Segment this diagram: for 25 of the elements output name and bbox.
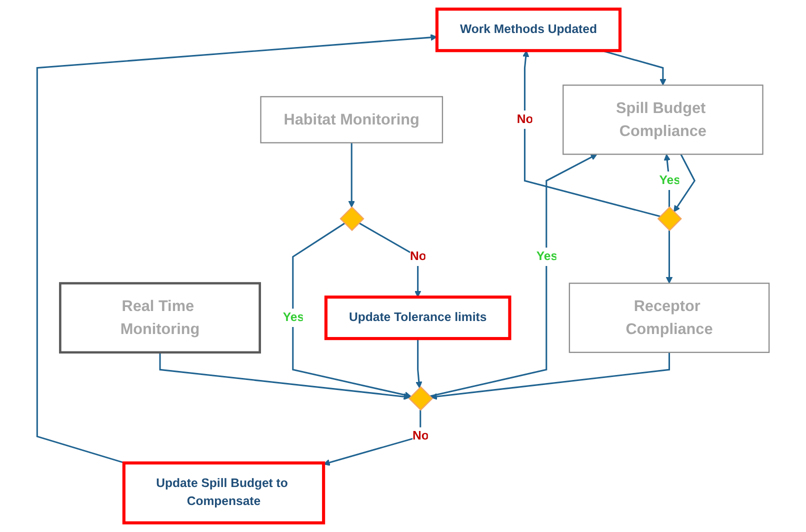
node-diamond bbox=[657, 206, 682, 232]
arrow bbox=[348, 142, 355, 208]
node-diamond bbox=[340, 206, 364, 232]
arrow bbox=[358, 222, 422, 298]
node-box: Update Tolerance limits bbox=[324, 296, 512, 340]
node-box: Update Spill Budget to Compensate bbox=[122, 461, 325, 524]
node-box: Real Time Monitoring bbox=[58, 282, 261, 354]
node-diamond bbox=[408, 386, 433, 411]
node-box: Habitat Monitoring bbox=[260, 96, 443, 144]
edge-label: No bbox=[516, 112, 534, 126]
node-box: Spill Budget Compliance bbox=[562, 84, 764, 155]
arrow bbox=[666, 230, 673, 284]
arrow bbox=[159, 352, 410, 400]
arrow bbox=[292, 222, 412, 398]
node-box: Work Methods Updated bbox=[435, 8, 622, 52]
arrow bbox=[430, 352, 670, 400]
arrow bbox=[323, 410, 422, 466]
arrow bbox=[673, 154, 696, 212]
edge-label: No bbox=[410, 250, 426, 263]
arrow bbox=[522, 50, 660, 218]
arrow bbox=[415, 338, 422, 388]
arrow bbox=[36, 34, 438, 464]
arrow bbox=[429, 154, 598, 398]
edge-label: No bbox=[412, 430, 429, 443]
node-box: Receptor Compliance bbox=[568, 282, 770, 353]
